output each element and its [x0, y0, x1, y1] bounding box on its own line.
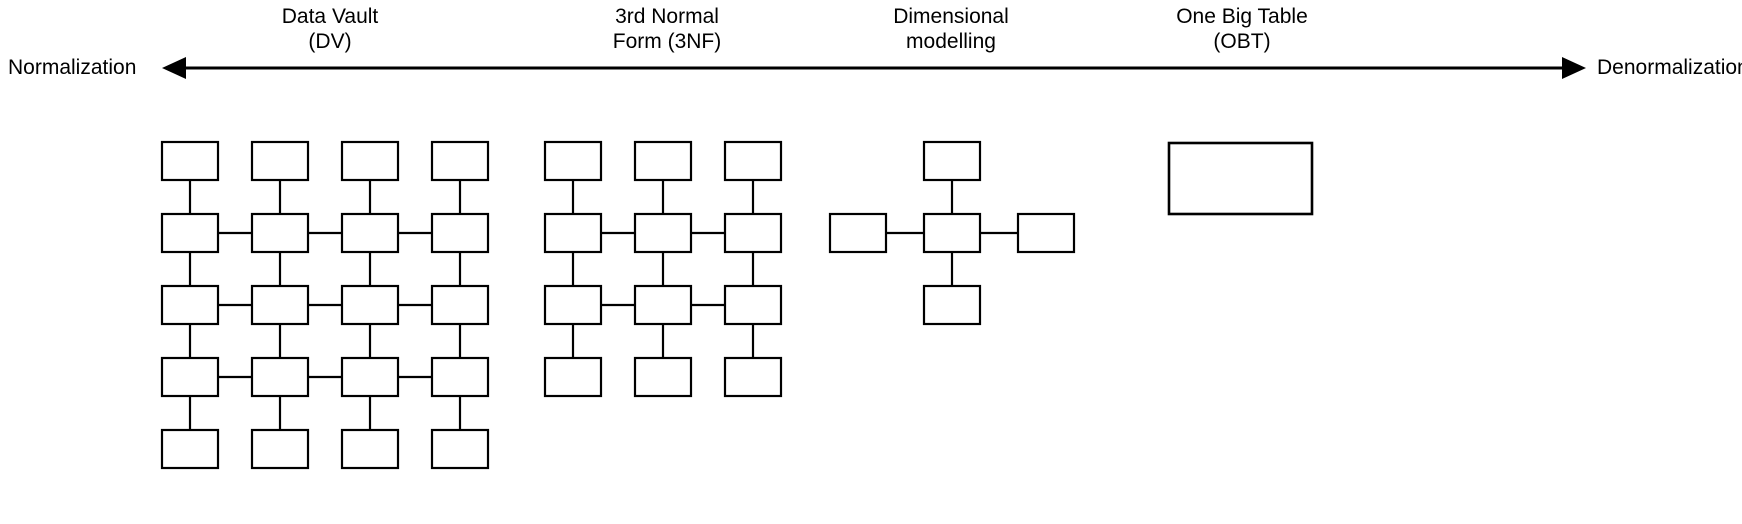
entity-box: [723, 212, 783, 254]
stage-title-dimensional-modelling: Dimensional modelling: [893, 4, 1009, 54]
entity-box: [160, 284, 220, 326]
entity-box: [250, 284, 310, 326]
entity-box: [340, 428, 400, 470]
dimension-box-bottom: [922, 284, 982, 326]
axis-label-denormalization: Denormalization: [1597, 56, 1742, 79]
dimension-box-top: [922, 140, 982, 182]
entity-box: [340, 212, 400, 254]
entity-box: [250, 356, 310, 398]
stage-title-line2: Form (3NF): [612, 30, 722, 53]
entity-box: [430, 284, 490, 326]
entity-box: [543, 140, 603, 182]
entity-box: [430, 140, 490, 182]
spectrum-arrow: [160, 48, 1588, 88]
entity-box: [160, 212, 220, 254]
schema-diagram-3nf: [543, 140, 783, 398]
entity-box: [723, 356, 783, 398]
stage-title-line1: Dimensional: [893, 5, 1009, 28]
stage-title-line2: (OBT): [1213, 30, 1271, 53]
fact-table-box: [922, 212, 982, 254]
stage-title-data-vault: Data Vault (DV): [282, 4, 379, 54]
entity-box: [543, 284, 603, 326]
axis-label-normalization: Normalization: [8, 56, 137, 79]
entity-box: [633, 356, 693, 398]
entity-box: [430, 356, 490, 398]
schema-diagram-one-big-table: [1166, 140, 1315, 217]
entity-box: [723, 284, 783, 326]
dimension-box-left: [828, 212, 888, 254]
stage-title-line2: (DV): [308, 30, 352, 53]
one-big-table-box: [1167, 141, 1314, 216]
entity-box: [250, 140, 310, 182]
entity-box: [633, 284, 693, 326]
entity-box: [543, 356, 603, 398]
stage-title-3nf: 3rd Normal Form (3NF): [613, 4, 722, 54]
entity-box: [250, 212, 310, 254]
entity-box: [340, 284, 400, 326]
stage-title-line1: Data Vault: [281, 5, 379, 28]
entity-box: [430, 212, 490, 254]
entity-box: [340, 140, 400, 182]
entity-box: [160, 356, 220, 398]
entity-box: [250, 428, 310, 470]
entity-box: [160, 428, 220, 470]
entity-box: [543, 212, 603, 254]
stage-title-line2: modelling: [906, 30, 996, 53]
stage-title-line1: 3rd Normal: [615, 5, 719, 28]
schema-diagram-dimensional-modelling: [828, 140, 1076, 326]
stage-title-one-big-table: One Big Table (OBT): [1176, 4, 1308, 54]
entity-box: [633, 212, 693, 254]
entity-box: [340, 356, 400, 398]
entity-box: [160, 140, 220, 182]
stage-title-line1: One Big Table: [1176, 5, 1308, 28]
entity-box: [633, 140, 693, 182]
dimension-box-right: [1016, 212, 1076, 254]
entity-box: [723, 140, 783, 182]
entity-box: [430, 428, 490, 470]
schema-diagram-data-vault: [160, 140, 490, 470]
